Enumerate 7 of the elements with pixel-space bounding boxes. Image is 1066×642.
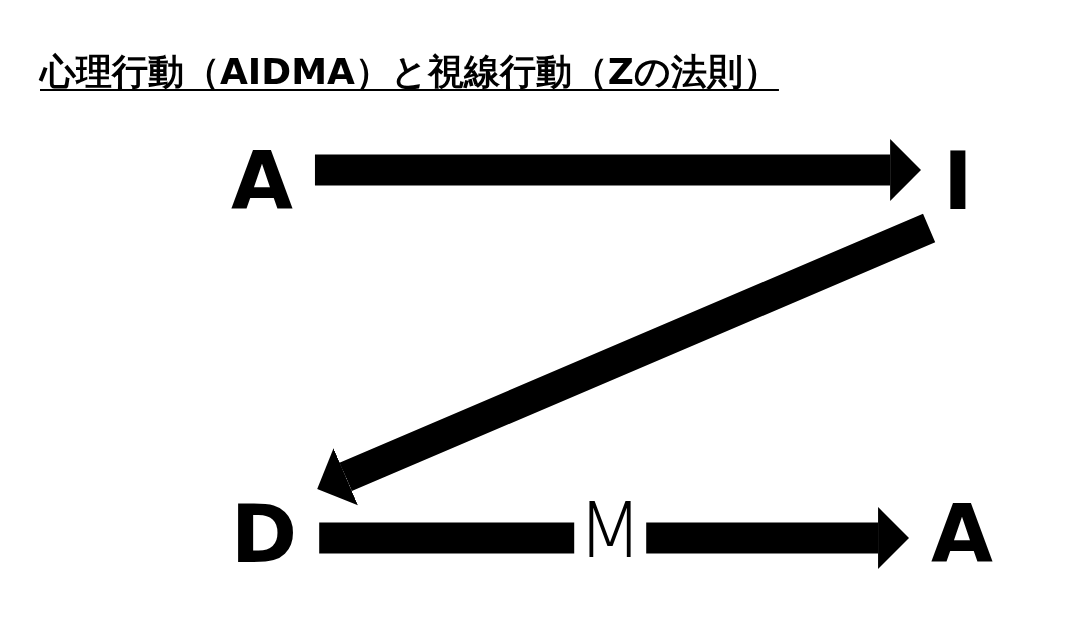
arrow [314,139,922,201]
letter-label: I [943,152,973,212]
letter-label: A [931,505,993,565]
title: 心理行動（AIDMA）と視線行動（Zの法則） [40,50,779,94]
letter-label: A [231,152,293,212]
arrow [319,507,910,569]
letter-label: D [230,505,298,565]
